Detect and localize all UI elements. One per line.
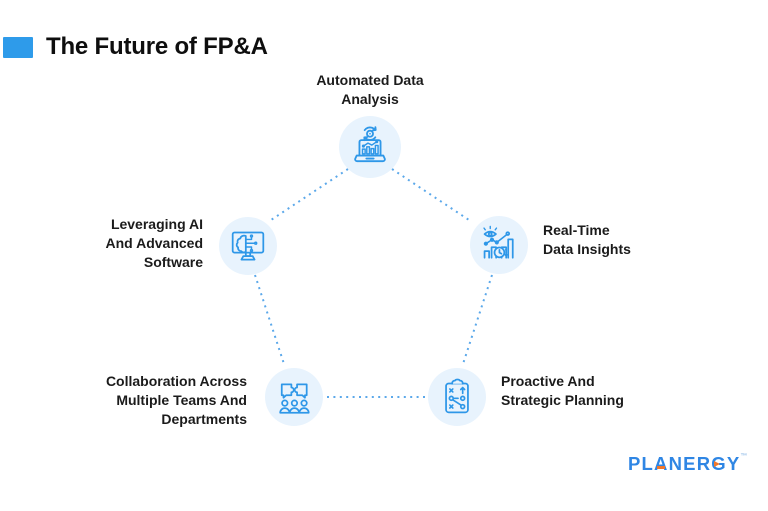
planergy-trademark: ™ bbox=[740, 453, 748, 460]
label-leveraging-ai: Leveraging AI And Advanced Software bbox=[105, 216, 204, 270]
label-proactive-strategic-planning: Proactive And Strategic Planning bbox=[501, 373, 624, 408]
clipboard-strategy-icon bbox=[445, 378, 469, 414]
label-collaboration-teams: Collaboration Across Multiple Teams And … bbox=[105, 373, 247, 427]
node-proactive-strategic-planning bbox=[428, 368, 486, 426]
planergy-logo-text: PLANERGY bbox=[628, 453, 741, 474]
page-title: The Future of FP&A bbox=[46, 33, 268, 60]
node-collaboration-teams bbox=[265, 368, 323, 426]
planergy-logo: PLANERGY™ bbox=[628, 453, 748, 477]
logo-g-orange-arrow-icon bbox=[714, 461, 720, 467]
eye-chart-clock-icon bbox=[483, 225, 514, 259]
monitor-ai-brain-icon bbox=[231, 231, 265, 261]
laptop-gear-analytics-icon bbox=[354, 126, 386, 163]
node-real-time-data-insights bbox=[470, 216, 528, 274]
title-accent-square bbox=[3, 37, 33, 58]
puzzle-people-icon bbox=[279, 383, 310, 414]
label-real-time-data-insights: Real-Time Data Insights bbox=[543, 222, 631, 257]
node-leveraging-ai bbox=[219, 217, 277, 275]
label-automated-data-analysis: Automated Data Analysis bbox=[316, 72, 424, 107]
logo-a-orange-accent bbox=[657, 466, 665, 469]
node-automated-data-analysis bbox=[339, 116, 401, 178]
